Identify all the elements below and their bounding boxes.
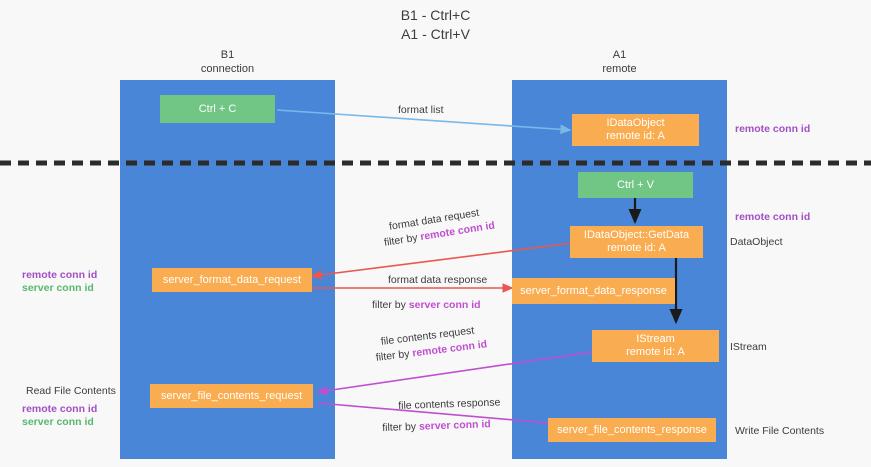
label-file-contents-response: file contents response (398, 396, 501, 412)
filter-prefix: filter by (375, 347, 414, 364)
filter-prefix: filter by (382, 420, 420, 434)
left-label-server-conn-id: server conn id (22, 282, 94, 294)
right-label-remote-conn-id-mid: remote conn id (735, 211, 811, 223)
box-istream[interactable]: IStream remote id: A (592, 330, 719, 362)
page-title: B1 - Ctrl+C A1 - Ctrl+V (400, 7, 471, 42)
box-idataobject[interactable]: IDataObject remote id: A (572, 114, 699, 146)
left-label-server-conn-id-2: server conn id (22, 416, 94, 428)
left-label-read-file-contents: Read File Contents (26, 385, 116, 397)
filter-key-server-conn-id: server conn id (408, 299, 481, 311)
label-format-data-response-filter: filter by server conn id (372, 298, 481, 312)
box-server-file-contents-response[interactable]: server_file_contents_response (548, 418, 716, 442)
right-label-remote-conn-id-top: remote conn id (735, 123, 811, 135)
column-header-left: B1 connection (200, 49, 255, 75)
right-label-dataobject: DataObject (730, 236, 783, 248)
right-label-write-file-contents: Write File Contents (735, 425, 825, 437)
filter-prefix: filter by (383, 231, 422, 249)
box-server-file-contents-request[interactable]: server_file_contents_request (150, 384, 313, 408)
label-format-data-response: format data response (388, 274, 488, 286)
filter-key-server-conn-id: server conn id (418, 418, 491, 433)
filter-prefix: filter by (372, 299, 409, 311)
column-header-right: A1 remote (602, 49, 637, 75)
left-label-remote-conn-id-2: remote conn id (22, 403, 98, 415)
box-ctrl-v[interactable]: Ctrl + V (578, 172, 693, 198)
right-label-istream: IStream (730, 341, 767, 353)
box-idataobject-getdata[interactable]: IDataObject::GetData remote id: A (570, 226, 703, 258)
box-server-format-data-response[interactable]: server_format_data_response (512, 278, 675, 304)
left-label-remote-conn-id: remote conn id (22, 269, 98, 281)
box-ctrl-c[interactable]: Ctrl + C (160, 95, 275, 123)
label-format-list: format list (398, 104, 444, 116)
box-server-format-data-request[interactable]: server_format_data_request (152, 268, 312, 292)
label-file-contents-response-filter: filter by server conn id (382, 417, 491, 435)
